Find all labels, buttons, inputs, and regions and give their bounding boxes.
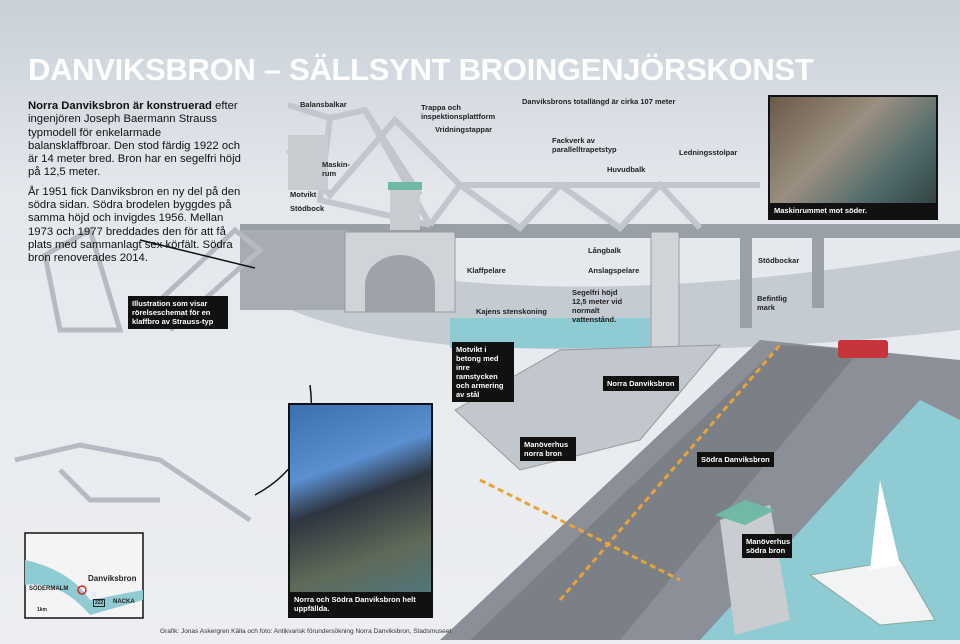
- intro-paragraph-2: År 1951 fick Danviksbron en ny del på de…: [28, 185, 241, 265]
- label-total-length: Danviksbrons totallängd är cirka 107 met…: [522, 97, 676, 106]
- map-label-sodermalm: SÖDERMALM: [29, 586, 69, 592]
- intro-text: Norra Danviksbron är konstruerad efter i…: [28, 100, 243, 272]
- barrier: [479, 478, 681, 582]
- sail: [870, 480, 900, 570]
- support-trestle: [812, 238, 824, 308]
- callout-manoverhus-sodra: Manöverhus södra bron: [742, 534, 792, 558]
- label-ledningsstolpar: Ledningsstolpar: [679, 148, 738, 157]
- label-balansbalkar: Balansbalkar: [300, 100, 347, 109]
- anslagspelare-pier: [650, 231, 680, 348]
- label-kajens: Kajens stenskoning: [476, 307, 547, 316]
- ground-shape: [240, 235, 960, 350]
- intro-paragraph-1: efter ingenjören Joseph Baermann Strauss…: [28, 100, 241, 179]
- raised-bridge-caption: Norra och Södra Danviksbron helt uppfäll…: [290, 592, 431, 616]
- map-label-danviksbron: Danviksbron: [88, 574, 137, 583]
- support-trestle: [740, 238, 752, 328]
- bus: [838, 340, 888, 358]
- intro-lead: Norra Danviksbron är konstruerad: [28, 100, 212, 112]
- counterweight: [288, 135, 328, 190]
- label-segelfri: Segelfri höjd 12,5 meter vid normalt vat…: [572, 288, 623, 324]
- label-langbalk: Långbalk: [588, 246, 621, 255]
- label-motvikt: Motvikt: [290, 190, 317, 199]
- label-befintlig-mark: Befintlig mark: [757, 294, 787, 312]
- control-house-roof: [388, 182, 422, 190]
- label-maskinrum: Maskin-rum: [322, 160, 350, 178]
- arrow: [139, 239, 256, 269]
- label-klaffpelare: Klaffpelare: [467, 266, 506, 275]
- sailboat: [808, 559, 936, 626]
- callout-motvikt-betong: Motvikt i betong med inre ramstycken och…: [452, 342, 514, 402]
- machine-room-caption: Maskinrummet mot söder.: [770, 203, 936, 218]
- barrier: [558, 344, 782, 601]
- label-vridningstappar: Vridningstappar: [435, 125, 493, 134]
- callout-norra-danviksbron: Norra Danviksbron: [603, 376, 679, 391]
- map-scale: 1km: [37, 607, 48, 613]
- callout-sodra-danviksbron: Södra Danviksbron: [697, 452, 774, 467]
- label-fackverk: Fackverk av parallelltrapetstyp: [552, 136, 617, 154]
- label-anslagspelare: Anslagspelare: [588, 266, 640, 275]
- rotation-illustration: [14, 226, 264, 523]
- raised-bridge-photo: Norra och Södra Danviksbron helt uppfäll…: [288, 403, 433, 618]
- control-house-south-roof: [715, 500, 775, 525]
- label-stodbock: Stödbock: [290, 204, 325, 213]
- callout-manoverhus-norra: Manöverhus norra bron: [520, 437, 576, 461]
- roadway: [470, 345, 860, 640]
- arch: [365, 255, 435, 312]
- map-road-number: 222: [93, 599, 106, 607]
- map-label-nacka: NACKA: [113, 599, 135, 605]
- illustration-caption: Illustration som visar rörelseschemat fö…: [128, 296, 228, 329]
- label-huvudbalk: Huvudbalk: [607, 165, 646, 174]
- label-stodbockar: Stödbockar: [758, 256, 800, 265]
- map-water: [25, 560, 143, 615]
- map-marker: [77, 585, 87, 595]
- machine-room-photo: Maskinrummet mot söder.: [768, 95, 938, 220]
- control-house: [390, 185, 420, 230]
- credit-line: Grafik: Jonas Askergren Källa och foto: …: [160, 628, 452, 635]
- abutment: [240, 230, 350, 310]
- bascule-truss: [285, 102, 760, 232]
- label-trappa: Trappa och inspektionsplattform: [421, 103, 496, 121]
- page-title: DANVIKSBRON – SÄLLSYNT BROINGENJÖRSKONST: [28, 52, 814, 87]
